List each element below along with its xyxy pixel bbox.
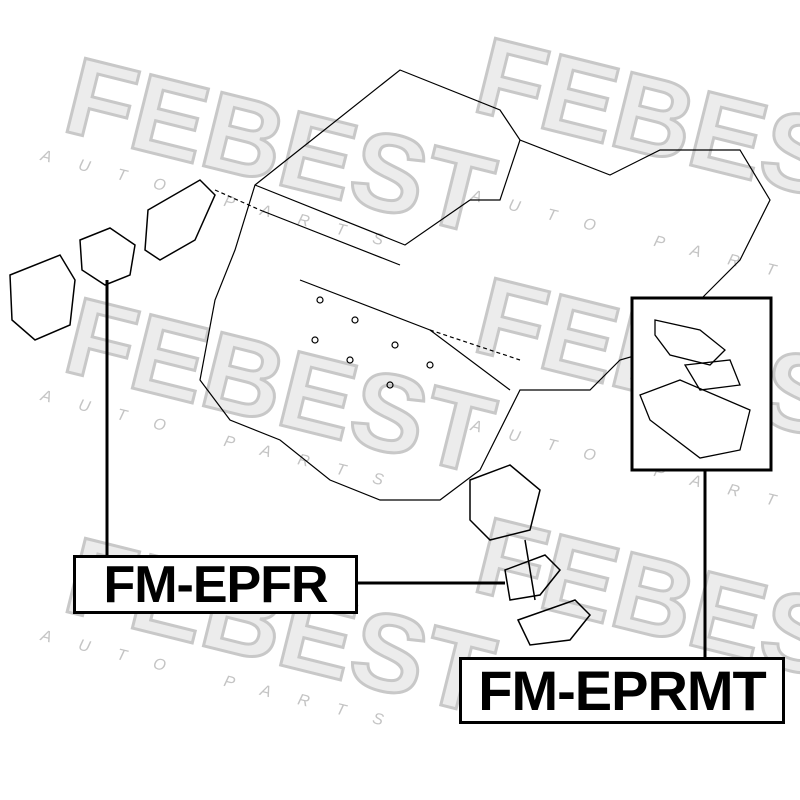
mount-stud <box>524 539 536 601</box>
mount-bracket-left <box>9 254 76 341</box>
rubber-mount-rear <box>504 554 562 601</box>
front-mount-parts <box>9 179 216 341</box>
watermark-logo: FEBEST <box>54 514 505 738</box>
part-label-fm-epfr: FM-EPFR <box>73 555 358 614</box>
rubber-mount-front <box>79 227 136 286</box>
inset-detail <box>630 296 773 472</box>
engine-outline <box>199 69 771 501</box>
rear-mount-parts <box>469 464 592 646</box>
leader-lines <box>105 280 707 658</box>
part-label-fm-eprmt: FM-EPRMT <box>459 657 785 724</box>
watermark-logo: FEBEST <box>54 274 505 498</box>
crossmember-bracket <box>516 599 592 646</box>
engine-bracket-rear <box>469 464 541 541</box>
engine-bracket-front <box>144 179 216 261</box>
watermark-logo: FEBEST <box>54 34 505 258</box>
